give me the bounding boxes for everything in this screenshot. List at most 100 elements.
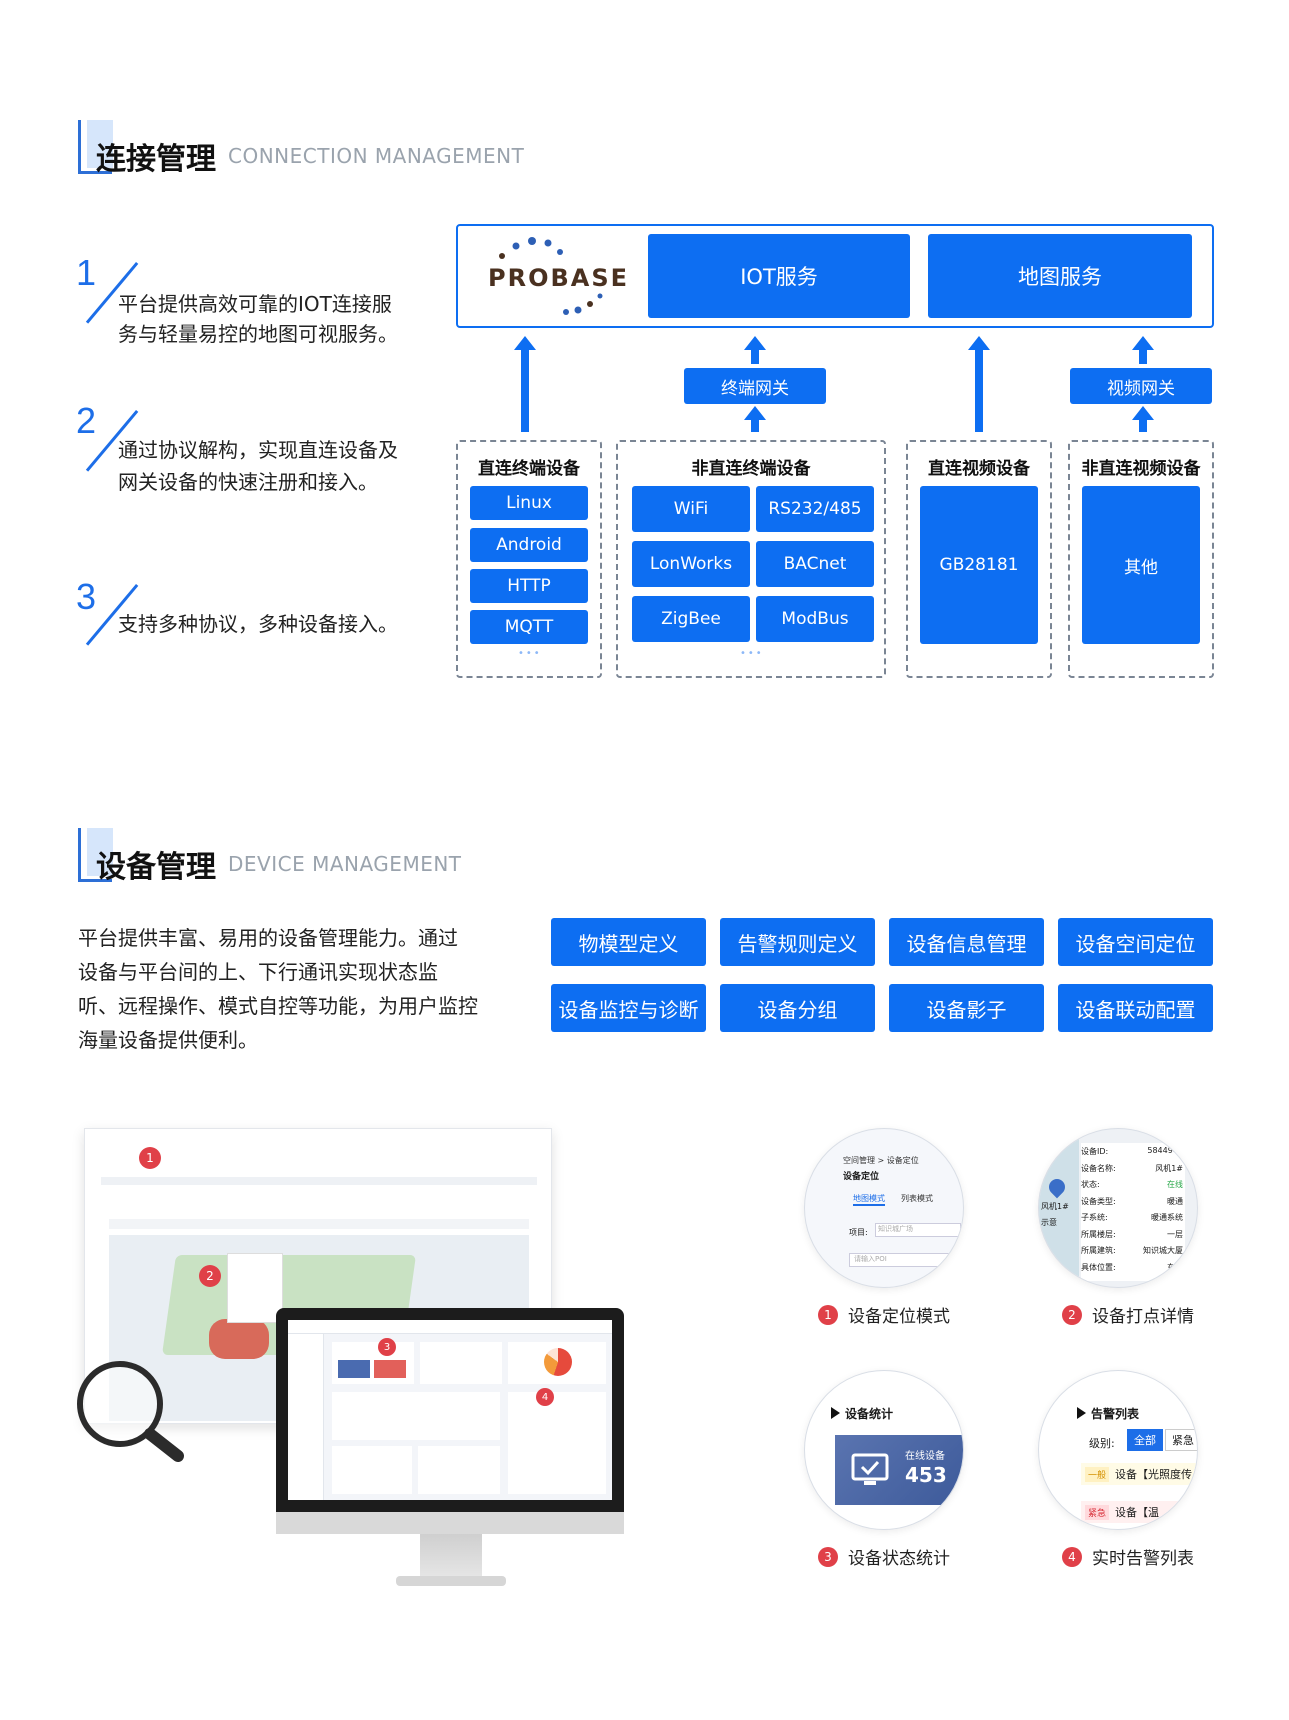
level-urgent-button[interactable]: 紧急 (1165, 1429, 1197, 1451)
detail-key: 子系统: (1081, 1213, 1108, 1222)
protocol-chip: LonWorks (632, 541, 750, 587)
map-service-box: 地图服务 (928, 234, 1192, 318)
arrow-up-icon (1132, 406, 1154, 432)
tab-list-mode[interactable]: 列表模式 (901, 1194, 933, 1203)
monitor-check-icon (851, 1453, 889, 1485)
detail-row: 所属楼层:一层 (1081, 1226, 1185, 1243)
detail-row: 设备ID:5844948 (1081, 1143, 1185, 1160)
caption-4: 4 实时告警列表 (1062, 1544, 1194, 1569)
magnifier-icon (77, 1361, 184, 1462)
point-text: 务与轻量易控的地图可视服务。 (118, 322, 398, 346)
caption-1: 1 设备定位模式 (818, 1302, 950, 1327)
detail-value: 暖通 (1167, 1196, 1183, 1206)
side-label: 风机1# (1041, 1202, 1069, 1211)
logo-dots-icon (499, 237, 603, 315)
arrow-up-icon (744, 336, 766, 364)
section-title-connection: 连接管理 (96, 142, 216, 177)
circle-title: 设备定位 (843, 1172, 880, 1182)
pie-chart-icon (544, 1348, 572, 1376)
monitor-screen: 3 4 (288, 1320, 612, 1500)
arrow-up-icon (514, 336, 536, 432)
feature-alarm-rules: 告警规则定义 (720, 918, 875, 966)
section-mark (78, 828, 113, 882)
feature-linkage-config: 设备联动配置 (1058, 984, 1213, 1032)
group-title: 直连终端设备 (478, 459, 580, 479)
level-all-button[interactable]: 全部 (1127, 1429, 1163, 1451)
caption-badge: 4 (1062, 1546, 1082, 1567)
protocol-chip: HTTP (470, 569, 588, 603)
poi-input[interactable]: 请输入POI (849, 1253, 959, 1267)
protocol-chip: GB28181 (920, 486, 1038, 644)
protocol-chip: WiFi (632, 486, 750, 532)
detail-key: 所属建筑: (1081, 1246, 1116, 1255)
detail-key: 设备名称: (1081, 1163, 1116, 1173)
caption-text: 设备定位模式 (848, 1307, 950, 1327)
device-desc-line: 海量设备提供便利。 (78, 1028, 258, 1052)
section-mark (78, 120, 113, 174)
feature-device-shadow: 设备影子 (889, 984, 1044, 1032)
protocol-chip: Android (470, 528, 588, 562)
map-track (209, 1319, 269, 1359)
detail-card: 设备ID:5844948 设备名称:风机1# 状态:在线 设备类型:暖通 子系统… (1081, 1143, 1185, 1281)
device-desc-line: 设备与平台间的上、下行通讯实现状态监 (78, 960, 438, 984)
group-direct-video: 直连视频设备 GB28181 (906, 440, 1052, 678)
detail-value: 风机1# (1155, 1163, 1183, 1173)
protocol-chip: BACnet (756, 541, 874, 587)
circle-title: 告警列表 (1091, 1407, 1140, 1421)
point-number: 3 (76, 576, 97, 617)
caption-badge: 1 (818, 1304, 838, 1325)
caption-text: 实时告警列表 (1092, 1549, 1194, 1569)
play-icon (831, 1407, 840, 1419)
screen-topbar (288, 1320, 612, 1334)
protocol-chip: Linux (470, 486, 588, 520)
monitor: 3 4 (276, 1308, 624, 1534)
protocol-chip: RS232/485 (756, 486, 874, 532)
badge-2: 2 (199, 1265, 221, 1287)
stat-card (420, 1342, 502, 1384)
detail-key: 设备类型: (1081, 1196, 1116, 1206)
play-icon (1077, 1407, 1086, 1419)
point-text: 通过协议解构，实现直连设备及 (118, 438, 398, 462)
point-number: 1 (76, 252, 97, 293)
caption-text: 设备状态统计 (848, 1549, 950, 1569)
terminal-gateway-box: 终端网关 (684, 368, 826, 404)
section-subtitle-connection: CONNECTION MANAGEMENT (228, 144, 525, 168)
popup-card (227, 1253, 283, 1323)
caption-badge: 3 (818, 1546, 838, 1567)
level-label: 级别: (1089, 1437, 1115, 1450)
detail-row: 子系统:暖通系统 (1081, 1209, 1185, 1226)
platform-box (456, 224, 1214, 328)
panel (332, 1392, 500, 1440)
map-strip (1039, 1129, 1079, 1287)
circle-title: 设备统计 (845, 1407, 894, 1421)
badge-3: 3 (378, 1338, 396, 1356)
group-indirect-video: 非直连视频设备 其他 (1068, 440, 1214, 678)
online-label: 在线设备 (905, 1451, 945, 1462)
section-subtitle-device: DEVICE MANAGEMENT (228, 852, 462, 876)
group-indirect-terminal: 非直连终端设备 WiFi RS232/485 LonWorks BACnet Z… (616, 440, 886, 678)
tab-map-mode[interactable]: 地图模式 (853, 1193, 885, 1206)
detail-row: 设备类型: 暖通 (1081, 1193, 1185, 1210)
project-input[interactable]: 知识城广场 (875, 1223, 961, 1237)
group-title: 非直连终端设备 (691, 459, 811, 479)
project-label: 项目: (849, 1228, 868, 1237)
detail-key: 状态: (1081, 1180, 1100, 1189)
more-dots: ••• (740, 648, 764, 659)
badge-4: 4 (536, 1388, 554, 1406)
detail-value: 知识城大厦 (1143, 1246, 1183, 1255)
alarm-tag-normal: 一般 (1085, 1467, 1110, 1482)
screenshot-filter-bar (109, 1219, 529, 1229)
screen-sidebar (288, 1334, 324, 1500)
caption-3: 3 设备状态统计 (818, 1544, 950, 1569)
monitor-base (396, 1576, 506, 1586)
point-number: 2 (76, 400, 97, 441)
device-desc-line: 平台提供丰富、易用的设备管理能力。通过 (78, 926, 458, 950)
iot-service-box: IOT服务 (648, 234, 910, 318)
more-dots: ••• (518, 648, 542, 659)
detail-key: 具体位置: (1081, 1262, 1116, 1272)
panel (332, 1446, 412, 1494)
protocol-chip: ZigBee (632, 596, 750, 642)
screenshot-header-bar (101, 1177, 537, 1185)
device-desc-line: 听、远程操作、模式自控等功能，为用户监控 (78, 994, 478, 1018)
feature-device-group: 设备分组 (720, 984, 875, 1032)
